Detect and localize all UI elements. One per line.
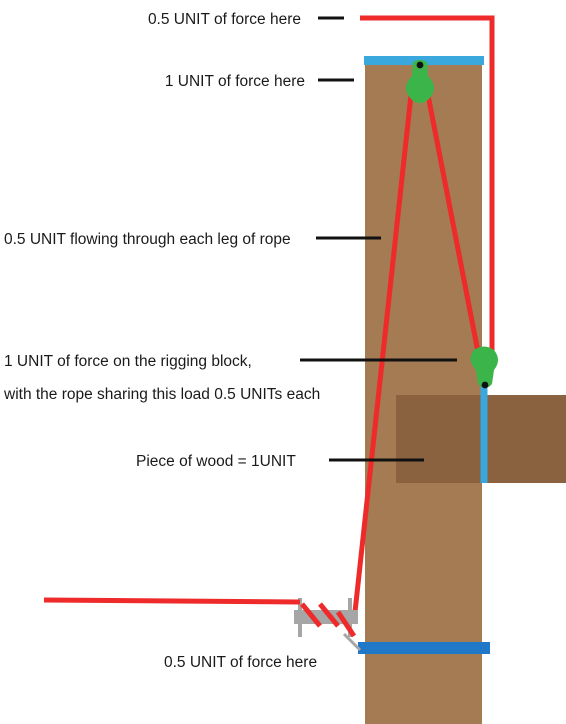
top-pulley: [406, 60, 434, 103]
label-top-block-force: 1 UNIT of force here: [165, 73, 305, 90]
tree-trunk: [365, 58, 482, 724]
label-rigging-block-line2: with the rope sharing this load 0.5 UNIT…: [3, 386, 320, 403]
lower-pulley-pin: [481, 381, 489, 389]
rope-wrap-1: [300, 602, 322, 628]
bottom-sling: [358, 642, 490, 654]
top-pulley-pin: [416, 61, 424, 69]
top-sling: [364, 56, 484, 65]
label-wood-piece: Piece of wood = 1UNIT: [136, 453, 296, 470]
label-bottom-force: 0.5 UNIT of force here: [164, 654, 317, 671]
rope-to-bollard: [43, 597, 301, 605]
rope-leg-right: [425, 94, 481, 353]
label-rigging-block-line1: 1 UNIT of force on the rigging block,: [4, 353, 252, 370]
rope-wrap-2: [318, 602, 340, 628]
label-top-force: 0.5 UNIT of force here: [148, 11, 301, 28]
rope-leg-left: [352, 94, 414, 613]
rope-wrap-3: [335, 610, 357, 638]
label-rope-legs: 0.5 UNIT flowing through each leg of rop…: [4, 231, 291, 248]
top-anchor-rope: [360, 15, 495, 360]
lower-pulley: [470, 346, 498, 389]
